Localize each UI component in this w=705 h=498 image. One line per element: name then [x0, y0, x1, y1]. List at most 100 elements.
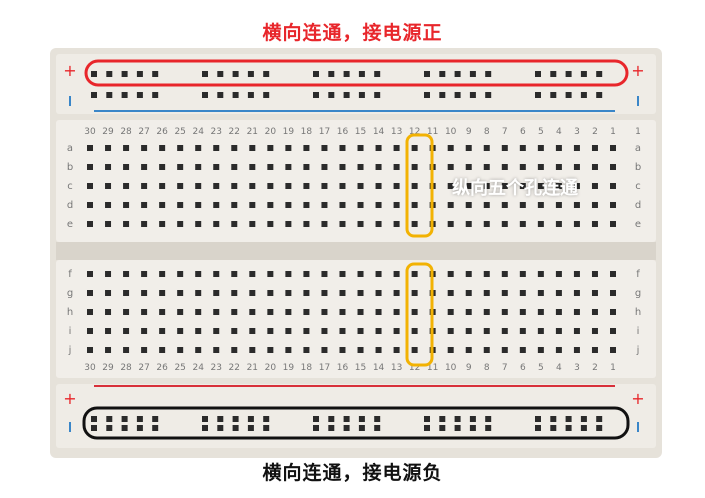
rail-hole [343, 416, 350, 422]
terminal-hole [231, 164, 238, 170]
terminal-hole [159, 347, 166, 353]
rail-hole [596, 416, 603, 422]
rail-hole [485, 71, 492, 77]
terminal-hole [105, 202, 112, 208]
terminal-hole [339, 328, 346, 334]
terminal-hole [537, 145, 544, 151]
terminal-hole [123, 290, 130, 296]
rail-hole [217, 416, 224, 422]
terminal-hole [303, 221, 310, 227]
rail-hole [91, 92, 97, 98]
terminal-hole [195, 145, 202, 151]
terminal-hole [105, 221, 112, 227]
terminal-hole [267, 347, 274, 353]
terminal-hole [393, 164, 400, 170]
terminal-hole [303, 164, 310, 170]
rail-hole [121, 425, 128, 431]
terminal-hole [123, 221, 130, 227]
terminal-hole [357, 328, 364, 334]
terminal-hole [213, 271, 220, 277]
terminal-hole [573, 347, 580, 353]
terminal-hole [519, 347, 526, 353]
terminal-hole [267, 309, 274, 315]
terminal-hole [411, 164, 418, 170]
terminal-hole [285, 271, 292, 277]
terminal-hole [339, 221, 346, 227]
terminal-hole [141, 202, 148, 208]
rail-hole [580, 425, 587, 431]
column-number-top: 27 [138, 127, 149, 137]
terminal-hole [231, 347, 238, 353]
terminal-hole [87, 271, 93, 277]
rail-hole [424, 71, 430, 77]
rail-hole [217, 71, 224, 77]
terminal-hole [591, 183, 598, 189]
terminal-hole [339, 145, 346, 151]
terminal-hole [285, 183, 292, 189]
terminal-hole [321, 271, 328, 277]
rail-hole [358, 92, 365, 98]
terminal-hole [303, 271, 310, 277]
column-number-top: 20 [265, 127, 277, 137]
rail-hole [565, 425, 572, 431]
terminal-hole [303, 347, 310, 353]
terminal-hole [141, 309, 148, 315]
rail-hole [263, 71, 270, 77]
terminal-hole [213, 290, 220, 296]
row-letter-left: g [67, 288, 73, 299]
terminal-hole [159, 328, 166, 334]
terminal-hole [87, 290, 93, 296]
row-letter-left: f [68, 269, 72, 280]
rail-hole [313, 92, 319, 98]
column-number-top: 23 [211, 127, 222, 137]
column-number-top: 28 [120, 127, 132, 137]
terminal-hole [573, 271, 580, 277]
column-number-bottom: 22 [229, 363, 240, 373]
rail-hole [454, 92, 461, 98]
terminal-hole [141, 347, 148, 353]
terminal-hole [357, 347, 364, 353]
terminal-hole [303, 183, 310, 189]
terminal-hole [87, 347, 93, 353]
negative-rail-highlight [82, 406, 630, 440]
terminal-hole [393, 145, 400, 151]
terminal-hole [249, 164, 256, 170]
rail-hole [152, 92, 159, 98]
terminal-hole [519, 221, 526, 227]
terminal-hole [357, 221, 364, 227]
terminal-hole [447, 145, 454, 151]
terminal-hole [555, 221, 562, 227]
column-number-bottom: 4 [556, 363, 562, 373]
lower-terminal-strip [56, 260, 656, 378]
terminal-hole [411, 202, 418, 208]
rail-hole [263, 416, 270, 422]
rail-hole [263, 92, 270, 98]
rail-hole [358, 71, 365, 77]
terminal-hole [393, 271, 400, 277]
terminal-hole [411, 309, 418, 315]
terminal-hole [285, 221, 292, 227]
terminal-hole [483, 347, 490, 353]
terminal-hole [447, 183, 454, 189]
rail-hole [217, 92, 224, 98]
terminal-hole [537, 183, 544, 189]
column-number-top: 11 [427, 127, 438, 137]
terminal-hole [87, 202, 93, 208]
caption-positive-rail: 横向连通，接电源正 [262, 22, 443, 44]
terminal-hole [447, 290, 454, 296]
column-number-bottom: 2 [592, 363, 598, 373]
terminal-hole [105, 164, 112, 170]
terminal-hole [483, 271, 490, 277]
rail-hole [580, 416, 587, 422]
terminal-hole [123, 347, 130, 353]
rail-hole [469, 71, 476, 77]
terminal-hole [213, 183, 220, 189]
terminal-hole [105, 328, 112, 334]
rail-hole [535, 416, 541, 422]
terminal-hole [159, 202, 166, 208]
terminal-hole [303, 328, 310, 334]
terminal-hole [537, 221, 544, 227]
terminal-hole [483, 164, 490, 170]
terminal-hole [267, 202, 274, 208]
terminal-hole [141, 328, 148, 334]
